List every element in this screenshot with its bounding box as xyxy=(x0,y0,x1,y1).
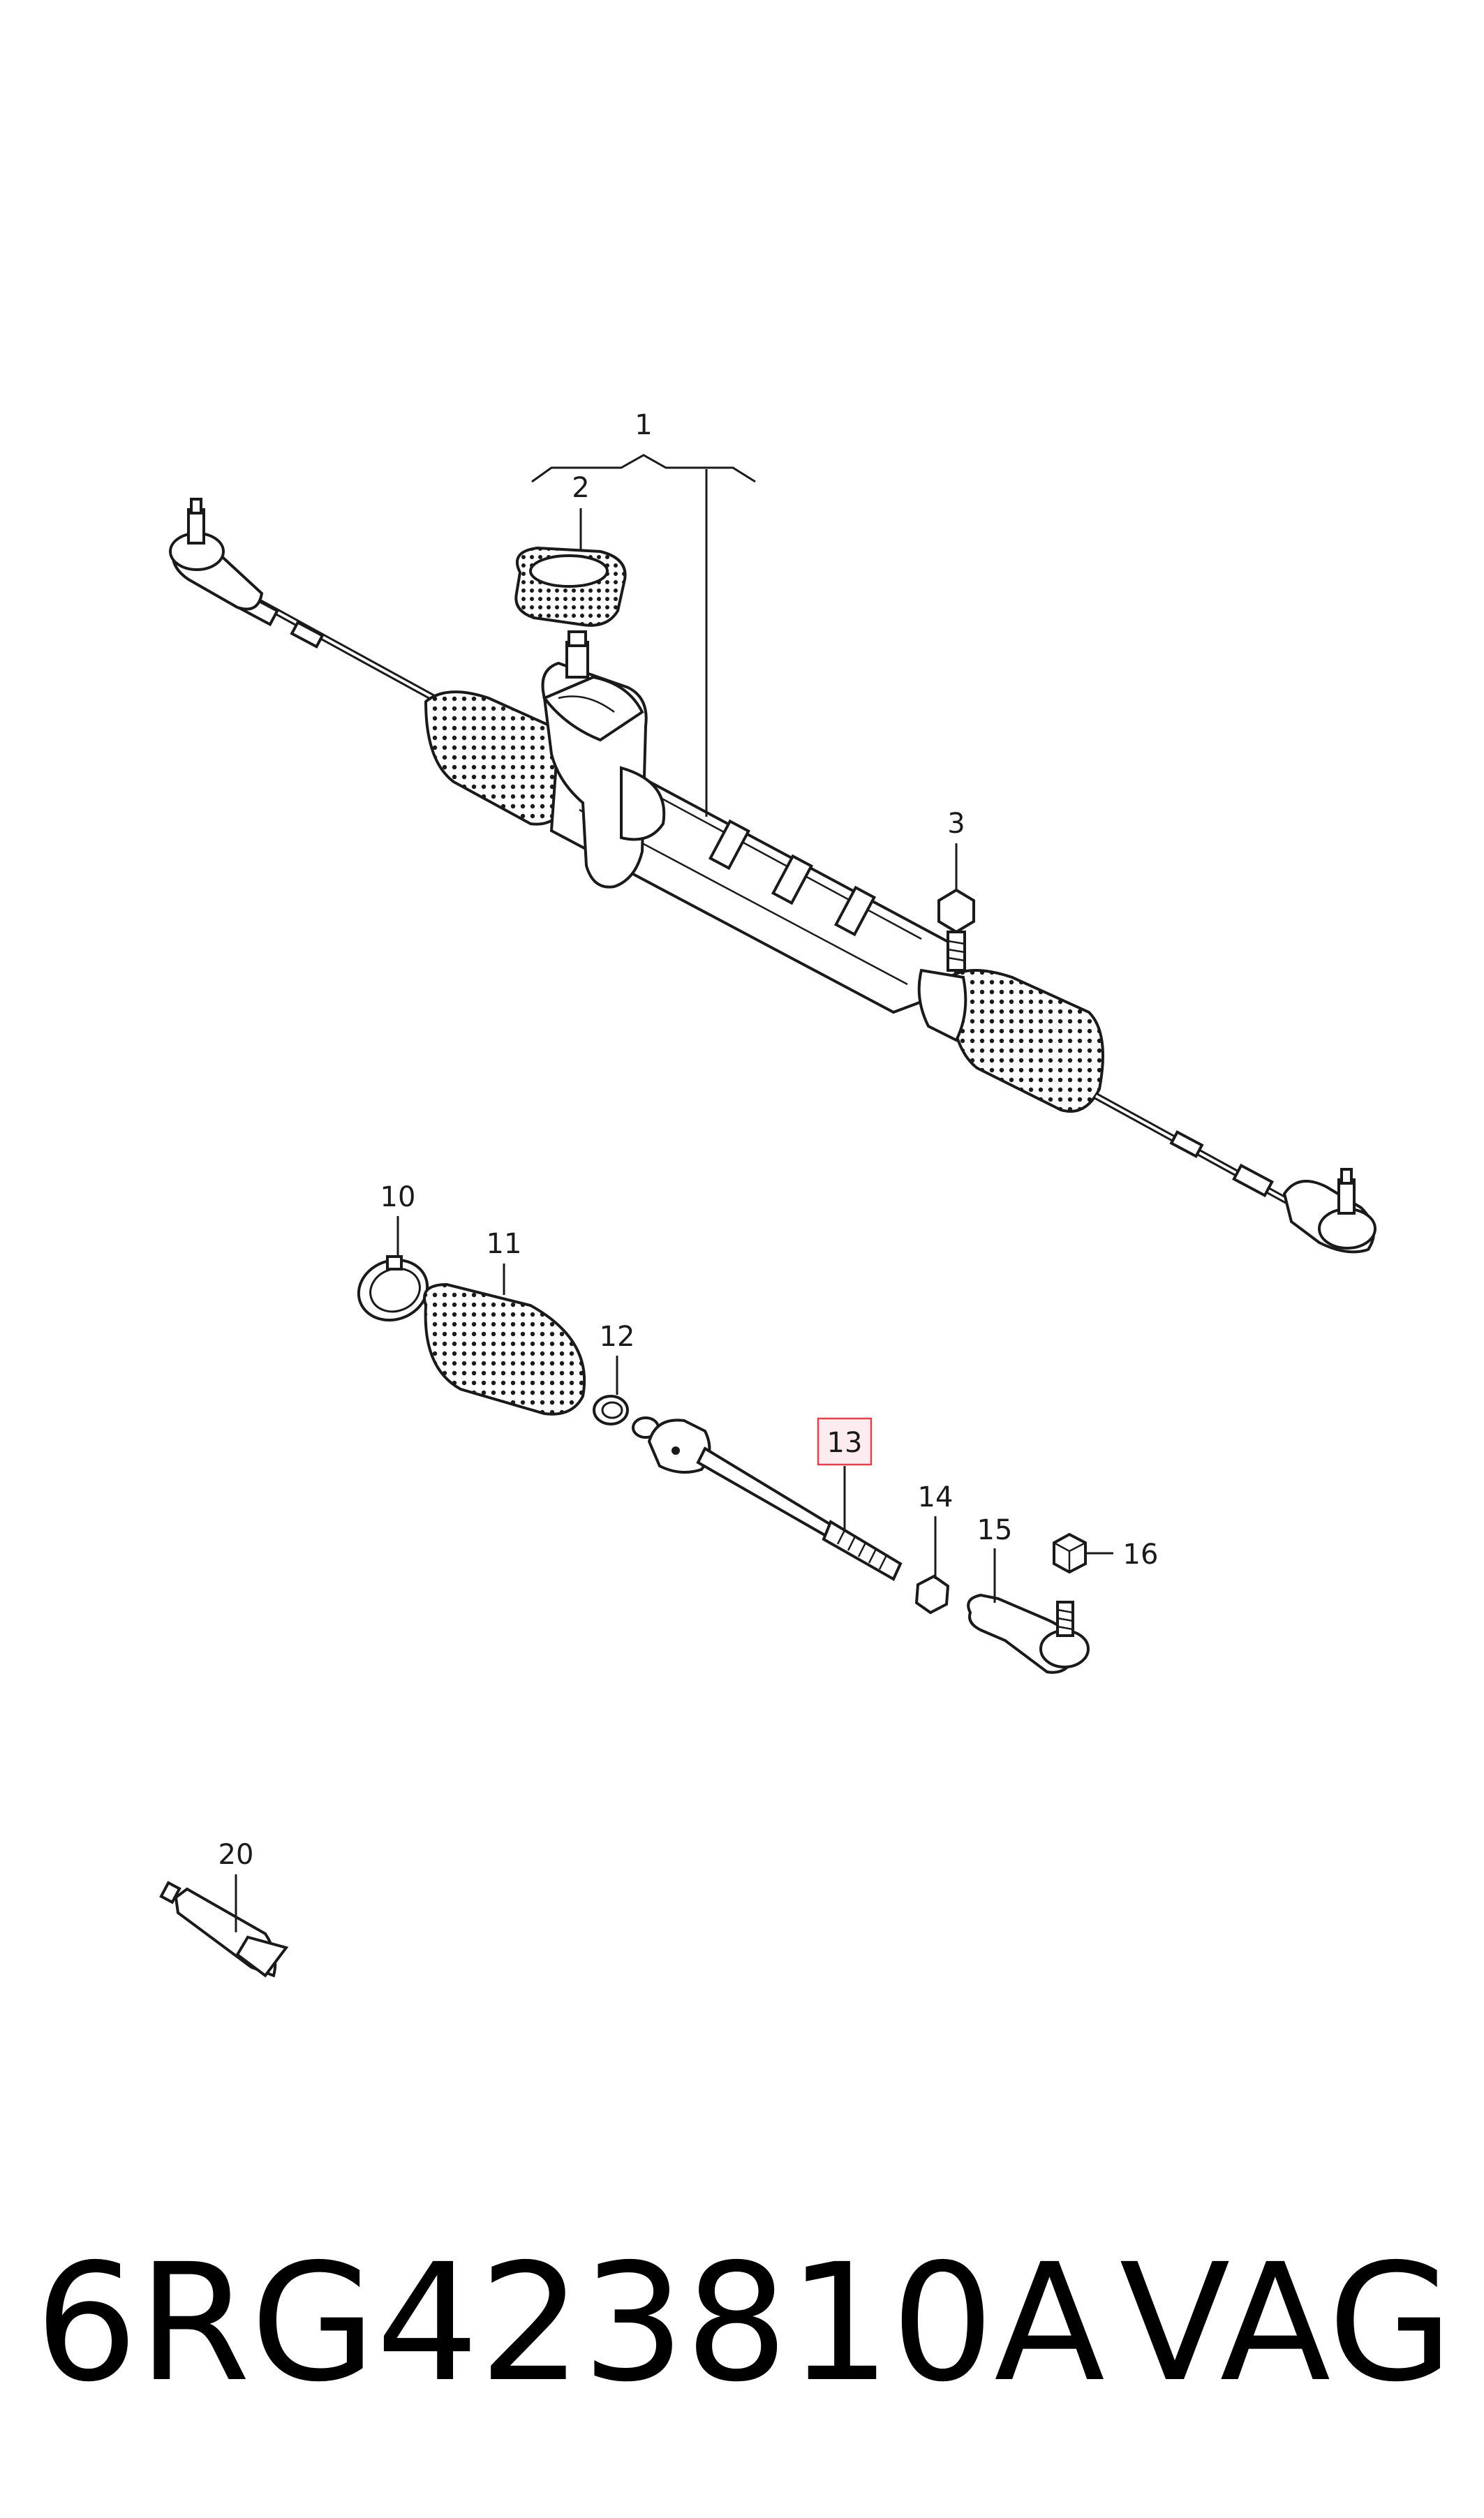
pinion-housing xyxy=(541,630,666,889)
outer-tie-rod-end xyxy=(967,1593,1090,1674)
callout-3: 3 xyxy=(947,808,965,840)
callout-14: 14 xyxy=(918,1481,954,1513)
callout-13-highlight[interactable]: 13 xyxy=(817,1417,873,1466)
brand-name: VAG xyxy=(1120,2229,1453,2417)
callout-20: 20 xyxy=(218,1839,254,1871)
mounting-cushion xyxy=(514,546,627,627)
boot-bellows xyxy=(423,1282,586,1416)
right-tie-rod-end xyxy=(1282,1168,1377,1254)
clamp xyxy=(357,1255,429,1322)
callout-16: 16 xyxy=(1123,1539,1159,1571)
callout-13: 13 xyxy=(827,1427,863,1459)
grease-tube xyxy=(159,1881,289,1978)
inner-tie-rod xyxy=(632,1416,903,1581)
callout-15: 15 xyxy=(977,1514,1013,1546)
callout-11: 11 xyxy=(487,1228,522,1260)
lock-nut xyxy=(914,1574,950,1615)
steering-rack-assembly xyxy=(169,498,1377,1254)
callout-12: 12 xyxy=(600,1321,635,1353)
callout-2: 2 xyxy=(572,472,589,504)
callout-10: 10 xyxy=(380,1181,416,1213)
right-bellows xyxy=(947,969,1104,1113)
left-tie-rod xyxy=(228,583,449,709)
callout-leaders xyxy=(235,454,1113,1932)
hex-nut xyxy=(1053,1532,1087,1574)
right-tie-rod xyxy=(1094,1093,1314,1218)
callout-1: 1 xyxy=(635,409,652,441)
left-tie-rod-end xyxy=(169,498,264,611)
small-clamp xyxy=(593,1395,629,1425)
part-number: 6RG423810A xyxy=(35,2229,1105,2417)
